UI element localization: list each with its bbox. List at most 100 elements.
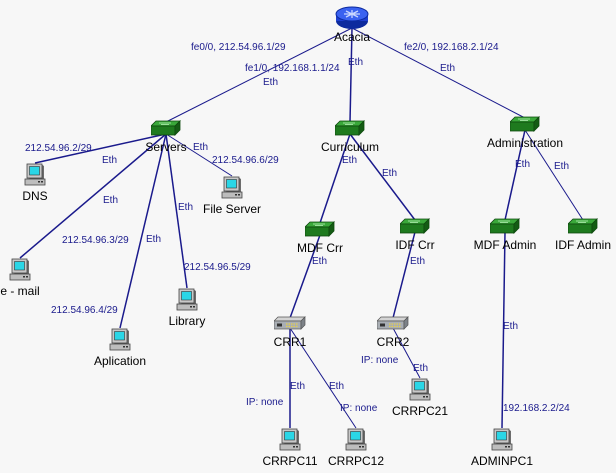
node-label: Curriculum [320, 140, 380, 154]
link-media-label: Eth [178, 202, 194, 213]
node-label: Servers [145, 140, 187, 154]
pc-icon [24, 163, 46, 191]
link-ip-label: IP: none [340, 403, 378, 414]
link-media-label: Eth [382, 168, 398, 179]
link-curriculum-mdfcrr[interactable] [319, 133, 351, 224]
link-acacia-servers[interactable] [165, 27, 353, 123]
link-media-label: Eth [515, 159, 531, 170]
node-label: Library [168, 314, 206, 328]
node-label: File Server [202, 202, 262, 216]
link-crr2-crrpc21[interactable] [392, 327, 421, 379]
node-label: ADMINPC1 [470, 454, 534, 468]
link-ip-label: IP: none [246, 397, 284, 408]
node-aplication[interactable] [109, 328, 131, 352]
link-administration-mdfadmin[interactable] [504, 129, 526, 221]
link-media-label: Eth [342, 155, 358, 166]
pc-icon [109, 328, 131, 356]
switch-icon [489, 218, 520, 238]
pc-icon [9, 258, 31, 286]
link-media-label: Eth [193, 142, 209, 153]
switch-icon [509, 116, 540, 136]
node-label: Administration [486, 136, 564, 150]
pc-icon [221, 176, 243, 204]
switch-icon [150, 120, 181, 140]
node-label: IDF Admin [554, 238, 612, 252]
link-mdfcrr-crr1[interactable] [289, 234, 321, 319]
link-media-label: Eth [312, 256, 328, 267]
link-media-label: Eth [263, 77, 279, 88]
link-idfcrr-crr2[interactable] [392, 231, 416, 319]
link-media-label: Eth [413, 363, 429, 374]
node-label: CRR1 [273, 335, 307, 349]
link-servers-library[interactable] [165, 133, 188, 289]
router-icon [335, 6, 369, 34]
node-dns[interactable] [24, 163, 46, 187]
node-label: CRRPC12 [327, 454, 385, 468]
node-crrpc11[interactable] [279, 428, 301, 452]
pc-icon [176, 288, 198, 316]
node-label: MDF Crr [297, 241, 343, 255]
link-media-label: Eth [290, 381, 306, 392]
link-servers-email[interactable] [19, 133, 167, 259]
node-mdfadmin[interactable] [489, 218, 520, 234]
link-acacia-administration[interactable] [351, 27, 526, 119]
link-servers-aplication[interactable] [119, 133, 167, 329]
link-mdfadmin-adminpc1[interactable] [501, 231, 506, 429]
link-acacia-curriculum[interactable] [349, 27, 353, 123]
node-mdfcrr[interactable] [304, 221, 335, 237]
link-media-label: Eth [329, 381, 345, 392]
node-email[interactable] [9, 258, 31, 282]
node-acacia[interactable] [335, 6, 369, 30]
node-crrpc21[interactable] [409, 378, 431, 402]
node-label: CRRPC21 [391, 404, 449, 418]
switch-icon [304, 221, 335, 241]
node-servers[interactable] [150, 120, 181, 136]
link-media-label: Eth [440, 63, 456, 74]
link-media-label: Eth [503, 321, 519, 332]
node-crrpc12[interactable] [345, 428, 367, 452]
link-curriculum-idfcrr[interactable] [349, 133, 416, 221]
node-adminpc1[interactable] [491, 428, 513, 452]
link-media-label: Eth [146, 234, 162, 245]
node-label: Acacia [333, 30, 371, 44]
node-label: MDF Admin [473, 238, 537, 252]
hub-icon [376, 316, 409, 334]
link-ip-label: 212.54.96.4/29 [51, 305, 118, 316]
link-crr1-crrpc12[interactable] [289, 327, 357, 429]
link-administration-idfadmin[interactable] [524, 129, 584, 221]
node-label: CRRPC11 [262, 454, 318, 468]
node-idfadmin[interactable] [567, 218, 598, 234]
pc-icon [345, 428, 367, 456]
switch-icon [334, 120, 365, 140]
link-media-label: Eth [103, 195, 119, 206]
link-media-label: Eth [348, 57, 364, 68]
link-servers-fileserver[interactable] [165, 133, 233, 177]
link-ip-label: 192.168.2.2/24 [503, 403, 570, 414]
node-library[interactable] [176, 288, 198, 312]
link-ip-label: 212.54.96.5/29 [184, 262, 251, 273]
link-ip-label: 212.54.96.3/29 [62, 235, 129, 246]
node-crr1[interactable] [273, 316, 306, 330]
link-ip-label: 212.54.96.6/29 [212, 155, 279, 166]
link-servers-dns[interactable] [34, 133, 167, 164]
node-curriculum[interactable] [334, 120, 365, 136]
pc-icon [409, 378, 431, 406]
node-crr2[interactable] [376, 316, 409, 330]
switch-icon [567, 218, 598, 238]
pc-icon [279, 428, 301, 456]
link-ip-label: IP: none [361, 355, 399, 366]
hub-icon [273, 316, 306, 334]
link-ip-label: fe2/0, 192.168.2.1/24 [404, 42, 499, 53]
link-ip-label: 212.54.96.2/29 [25, 143, 92, 154]
link-media-label: Eth [554, 161, 570, 172]
node-idfcrr[interactable] [399, 218, 430, 234]
link-ip-label: fe1/0, 192.168.1.1/24 [245, 63, 340, 74]
node-administration[interactable] [509, 116, 540, 132]
node-label: Aplication [93, 354, 147, 368]
link-media-label: Eth [102, 155, 118, 166]
switch-icon [399, 218, 430, 238]
node-label: IDF Crr [395, 238, 435, 252]
node-fileserver[interactable] [221, 176, 243, 200]
